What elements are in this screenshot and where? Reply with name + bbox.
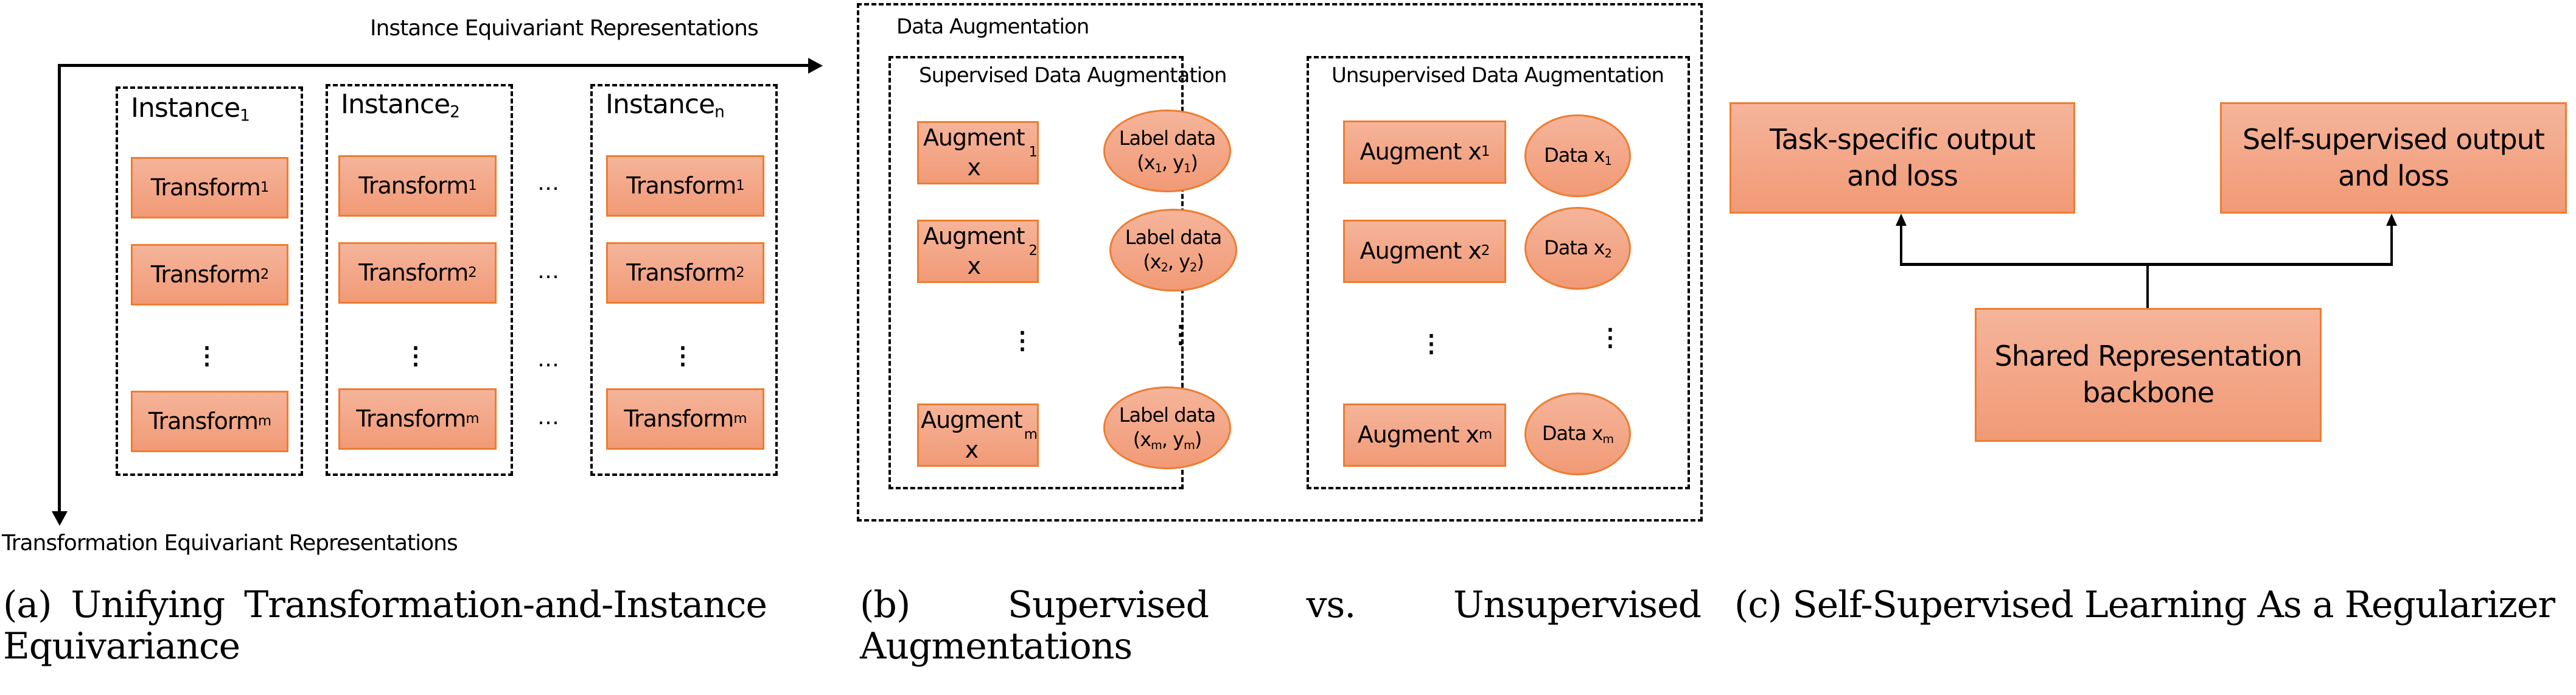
connector-line <box>1900 263 2393 266</box>
x-axis-label: Instance Equivariant Representations <box>370 16 759 41</box>
horizontal-ellipsis: … <box>537 347 559 372</box>
caption-c: (c) Self-Supervised Learning As a Regula… <box>1734 584 2555 626</box>
instance-title: Instance2 <box>341 89 460 122</box>
instance-title: Instance1 <box>131 93 250 125</box>
caption-a: (a) Unifying Transformation-and-Instance… <box>3 584 767 668</box>
data-ellipse: Data x2 <box>1524 207 1631 290</box>
vertical-ellipsis: ⋮ <box>1598 324 1622 351</box>
y-axis-label: Transformation Equivariant Representatio… <box>2 531 458 556</box>
connector-line <box>2146 264 2149 308</box>
x-axis-arrowhead-icon <box>808 58 823 74</box>
supervised-title: Supervised Data Augmentation <box>919 63 1227 88</box>
data-ellipse: Data xm <box>1524 393 1631 475</box>
horizontal-ellipsis: … <box>537 259 559 284</box>
vertical-ellipsis: ⋮ <box>1010 327 1035 354</box>
horizontal-ellipsis: … <box>537 405 559 430</box>
label-data-ellipse: Label data (x1, y1) <box>1103 110 1231 192</box>
label-data-ellipse: Label data (x2, y2) <box>1109 209 1237 292</box>
instance-group <box>590 84 778 476</box>
arrowhead-up-icon <box>1896 214 1907 226</box>
y-axis-arrowhead-icon <box>52 511 68 526</box>
y-axis-line <box>58 64 61 514</box>
vertical-ellipsis: ⋮ <box>195 343 219 369</box>
label-data-ellipse: Label data (xm, ym) <box>1103 386 1231 469</box>
vertical-ellipsis: ⋮ <box>1168 321 1193 348</box>
data-augmentation-title: Data Augmentation <box>896 15 1089 39</box>
vertical-ellipsis: ⋮ <box>1419 330 1443 357</box>
data-augmentation-group <box>857 3 1703 522</box>
connector-line <box>1900 224 1902 265</box>
vertical-ellipsis: ⋮ <box>671 343 695 369</box>
unsupervised-title: Unsupervised Data Augmentation <box>1332 63 1664 88</box>
instance-group <box>326 84 513 476</box>
instance-group <box>116 86 303 476</box>
instance-title: Instancen <box>606 89 725 122</box>
caption-b: (b) Supervised vs. Unsupervised Augmenta… <box>860 584 1702 668</box>
unsupervised-group <box>1307 56 1690 489</box>
connector-line <box>2390 224 2393 265</box>
vertical-ellipsis: ⋮ <box>403 343 428 369</box>
x-axis-line <box>58 64 812 67</box>
horizontal-ellipsis: … <box>537 170 559 195</box>
data-ellipse: Data x1 <box>1524 114 1631 197</box>
arrowhead-up-icon <box>2386 214 2397 226</box>
